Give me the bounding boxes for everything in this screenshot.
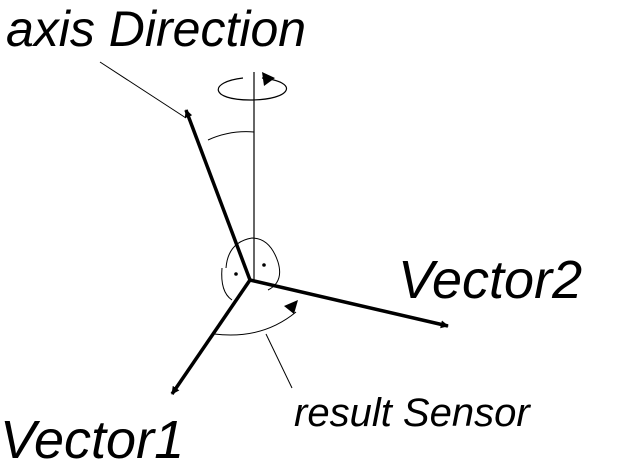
result-sensor-leader — [265, 333, 293, 389]
rotation-arrow-icon — [217, 72, 287, 101]
vector2-label: Vector2 — [398, 250, 582, 310]
angle-arc-top — [207, 131, 255, 141]
axis-direction-leader — [99, 61, 187, 119]
vector1-arrow — [170, 279, 252, 395]
right-angle-dot-icon — [234, 272, 238, 276]
result-angle-arrowhead — [284, 300, 298, 314]
right-angle-arc-lower — [221, 267, 233, 301]
result-sensor-label: result Sensor — [294, 391, 531, 435]
vector2-arrow — [249, 278, 449, 329]
right-angle-dot-icon — [262, 263, 266, 267]
vector1-label: Vector1 — [0, 410, 184, 464]
right-angle-arc — [225, 237, 281, 291]
axis-direction-label: axis Direction — [6, 1, 306, 57]
axis-direction-vector — [184, 109, 252, 281]
result-angle-arc — [213, 311, 297, 336]
